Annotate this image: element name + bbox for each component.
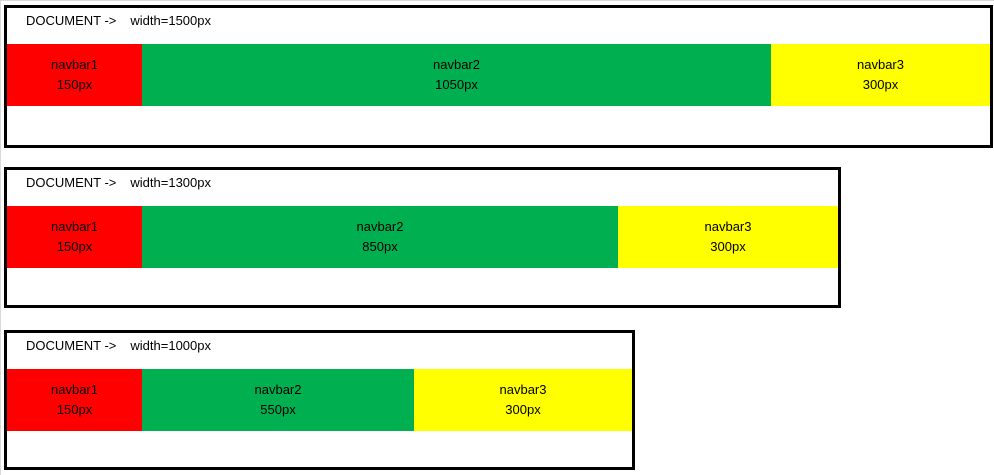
navbar-label: navbar3 xyxy=(857,57,904,72)
navbar3-segment: navbar3 300px xyxy=(618,206,838,268)
navbar1-segment: navbar1 150px xyxy=(7,206,142,268)
navbar2-segment: navbar2 850px xyxy=(142,206,618,268)
document-box-1300: DOCUMENT -> width=1300px navbar1 150px na… xyxy=(4,167,841,308)
document-header: DOCUMENT -> width=1500px xyxy=(26,13,211,29)
document-header: DOCUMENT -> width=1300px xyxy=(26,175,211,191)
document-box-1500: DOCUMENT -> width=1500px navbar1 150px na… xyxy=(4,5,993,148)
navbar3-segment: navbar3 300px xyxy=(414,369,632,431)
document-label: DOCUMENT -> xyxy=(26,338,117,353)
navbar1-segment: navbar1 150px xyxy=(7,44,142,106)
document-header: DOCUMENT -> width=1000px xyxy=(26,338,211,354)
navbar-label: navbar2 xyxy=(433,57,480,72)
navbar-row: navbar1 150px navbar2 550px navbar3 300p… xyxy=(7,369,632,431)
document-width-value: width=1000px xyxy=(130,338,211,353)
navbar2-segment: navbar2 550px xyxy=(142,369,414,431)
navbar-width: 300px xyxy=(505,402,541,417)
navbar-row: navbar1 150px navbar2 850px navbar3 300p… xyxy=(7,206,838,268)
navbar-label: navbar3 xyxy=(499,382,547,397)
navbar-width: 300px xyxy=(862,77,899,92)
navbar-width: 850px xyxy=(362,239,398,254)
document-width-value: width=1500px xyxy=(130,13,211,28)
navbar-label: navbar1 xyxy=(51,219,98,234)
navbar-label: navbar1 xyxy=(51,57,98,72)
navbar-row: navbar1 150px navbar2 1050px navbar3 300… xyxy=(7,44,990,106)
navbar-width: 550px xyxy=(260,402,296,417)
navbar-width: 300px xyxy=(710,239,746,254)
navbar2-segment: navbar2 1050px xyxy=(142,44,771,106)
navbar3-segment: navbar3 300px xyxy=(771,44,990,106)
navbar-label: navbar1 xyxy=(51,382,98,397)
document-width-value: width=1300px xyxy=(130,175,211,190)
document-label: DOCUMENT -> xyxy=(26,175,117,190)
document-box-1000: DOCUMENT -> width=1000px navbar1 150px na… xyxy=(4,330,635,470)
navbar-width: 150px xyxy=(56,239,93,254)
navbar1-segment: navbar1 150px xyxy=(7,369,142,431)
navbar-label: navbar2 xyxy=(356,219,404,234)
navbar-label: navbar2 xyxy=(254,382,302,397)
document-label: DOCUMENT -> xyxy=(26,13,117,28)
navbar-label: navbar3 xyxy=(704,219,752,234)
navbar-width: 1050px xyxy=(435,77,478,92)
navbar-width: 150px xyxy=(56,402,93,417)
navbar-width: 150px xyxy=(56,77,93,92)
